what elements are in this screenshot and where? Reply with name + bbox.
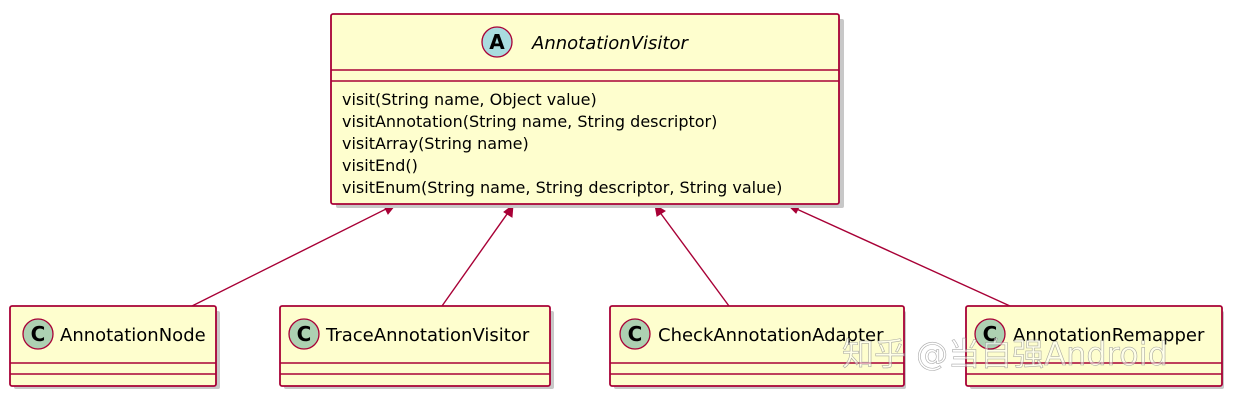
abstract-stereotype-letter: A (489, 30, 505, 54)
method-visit-enum: visitEnum(String name, String descriptor… (342, 178, 782, 197)
class-icon (974, 318, 1006, 350)
class-box-checkannotationadapter (609, 305, 905, 387)
class-annotationremapper: C AnnotationRemapper (965, 305, 1224, 389)
class-icon (288, 318, 320, 350)
arrow-checkannotationadapter (655, 206, 730, 307)
method-visit: visit(String name, Object value) (342, 90, 597, 109)
class-name-annotationremapper: AnnotationRemapper (1013, 325, 1205, 346)
class-checkannotationadapter: C CheckAnnotationAdapter (609, 305, 906, 389)
class-box-annotationremapper (965, 305, 1223, 387)
class-name-annotationvisitor: AnnotationVisitor (531, 33, 689, 54)
class-name-checkannotationadapter: CheckAnnotationAdapter (658, 325, 884, 346)
class-stereotype-letter: C (983, 322, 998, 346)
class-name-traceannotationvisitor: TraceAnnotationVisitor (325, 325, 530, 346)
watermark-text: 知乎 @当自强Android (842, 335, 1168, 373)
class-box-annotationnode (9, 305, 217, 387)
abstract-class-icon (481, 26, 513, 58)
method-visit-annotation: visitAnnotation(String name, String desc… (342, 112, 717, 131)
arrow-traceannotationvisitor (441, 206, 513, 307)
method-visit-end: visitEnd() (342, 156, 418, 175)
arrow-annotationremapper (789, 205, 1011, 307)
class-stereotype-letter: C (31, 322, 46, 346)
arrow-annotationnode (191, 204, 395, 307)
class-box-traceannotationvisitor (279, 305, 551, 387)
class-stereotype-letter: C (297, 322, 312, 346)
class-stereotype-letter: C (628, 322, 643, 346)
class-annotationnode: C AnnotationNode (9, 305, 220, 389)
class-annotationvisitor: A AnnotationVisitor visit(String name, O… (330, 13, 844, 208)
inheritance-arrows (191, 203, 1011, 307)
class-icon (22, 318, 54, 350)
class-icon (619, 318, 651, 350)
class-name-annotationnode: AnnotationNode (60, 325, 206, 346)
class-box-annotationvisitor (330, 13, 840, 205)
class-traceannotationvisitor: C TraceAnnotationVisitor (279, 305, 554, 389)
method-visit-array: visitArray(String name) (342, 134, 529, 153)
